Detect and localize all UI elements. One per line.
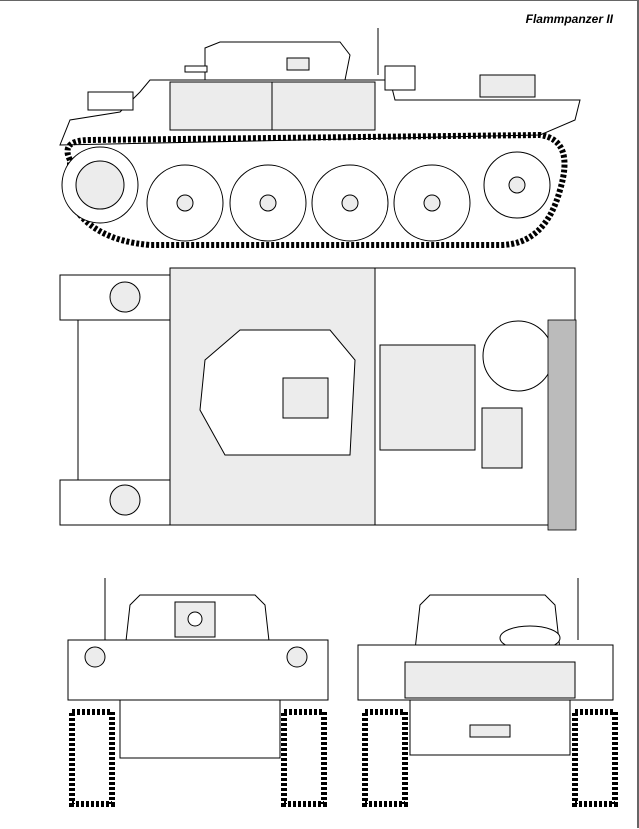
- track-right: [281, 709, 327, 807]
- exhaust-housing: [384, 65, 416, 91]
- rear-view: [357, 578, 618, 807]
- drawing-title: Flammpanzer II: [525, 12, 613, 26]
- flame-projector-right: [286, 646, 308, 668]
- tow-hitch: [469, 724, 511, 738]
- side-view: [59, 28, 581, 248]
- flame-projector-left: [109, 281, 141, 313]
- track-right: [572, 709, 618, 807]
- flamethrower-mount-left: [87, 91, 134, 111]
- gun-port: [187, 611, 203, 627]
- engine-hatch: [379, 344, 476, 451]
- wheel-hub: [259, 194, 277, 212]
- front-deck: [77, 319, 174, 481]
- lower-hull: [119, 699, 281, 759]
- turret: [204, 41, 351, 81]
- wheel-hub: [341, 194, 359, 212]
- turret-hatch: [282, 377, 329, 419]
- front-view: [67, 578, 329, 807]
- flame-projector-left: [84, 646, 106, 668]
- exhaust-bank: [404, 661, 576, 699]
- flame-projector-right: [109, 484, 141, 516]
- rear-stowage: [479, 74, 536, 98]
- top-view: [59, 267, 577, 531]
- grille: [481, 407, 523, 469]
- track-left: [362, 709, 408, 807]
- track: [64, 131, 568, 248]
- wheel-hub: [176, 194, 194, 212]
- rear-plate: [547, 319, 577, 531]
- wheel-hub: [423, 194, 441, 212]
- turret-hatch: [286, 57, 310, 71]
- hull-front: [67, 639, 329, 701]
- turret-top: [199, 329, 356, 456]
- track-left: [69, 709, 115, 807]
- turret-gun: [184, 65, 208, 73]
- spare-wheel: [482, 320, 554, 392]
- idler-hub: [508, 176, 526, 194]
- sprocket-hub: [75, 160, 125, 210]
